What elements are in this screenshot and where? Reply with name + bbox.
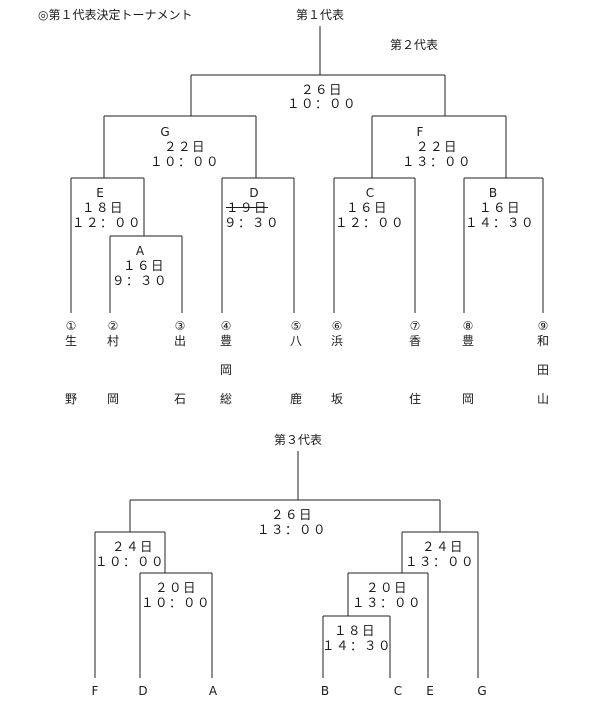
entrant-e: E xyxy=(426,684,434,698)
entrant-g: G xyxy=(477,684,487,698)
match-a-name: A xyxy=(135,244,145,258)
entrant-c: C xyxy=(393,684,403,698)
match-a-time: ９：３０ xyxy=(111,273,169,288)
right-semi-date: ２４日 xyxy=(421,539,465,554)
bottom-final-date: ２６日 xyxy=(270,507,314,522)
second-representative-label: 第２代表 xyxy=(390,38,439,52)
right-r1-time: １４：３０ xyxy=(321,638,393,653)
team-5-name-3: 鹿 xyxy=(289,392,303,406)
team-9-name-3: 山 xyxy=(536,392,550,406)
team-1-number: ① xyxy=(65,319,77,333)
match-e-date: １８日 xyxy=(81,200,125,215)
entrant-d: D xyxy=(138,684,148,698)
team-3-name-3: 石 xyxy=(173,392,187,406)
team-4-name-3: 総 xyxy=(219,392,233,406)
team-5-number: ⑤ xyxy=(290,319,302,333)
match-e-time: １２：００ xyxy=(71,215,143,230)
left-semi-date: ２４日 xyxy=(111,539,155,554)
match-e-name: E xyxy=(96,186,104,200)
match-a-date: １６日 xyxy=(122,258,166,273)
entrant-f: F xyxy=(91,684,99,698)
match-d-date-struck: １９日 xyxy=(225,200,269,215)
team-6-name-1: 浜 xyxy=(330,334,344,348)
team-7-number: ⑦ xyxy=(409,319,421,333)
left-qf-date: ２０日 xyxy=(154,580,198,595)
team-6-number: ⑥ xyxy=(331,319,343,333)
page-title: ◎第１代表決定トーナメント xyxy=(38,8,193,22)
team-4-name-2: 岡 xyxy=(219,363,233,377)
match-b-date: １６日 xyxy=(478,200,522,215)
team-5-name-1: 八 xyxy=(289,334,303,348)
team-3-number: ③ xyxy=(174,319,186,333)
team-9-name-2: 田 xyxy=(536,363,550,377)
team-8-number: ⑧ xyxy=(462,319,474,333)
match-b-time: １４：３０ xyxy=(464,215,536,230)
right-qf-date: ２０日 xyxy=(365,580,409,595)
entrant-b: B xyxy=(320,684,330,698)
match-f-date: ２２日 xyxy=(415,139,459,154)
final-date: ２６日 xyxy=(300,82,344,97)
left-semi-time: １０：００ xyxy=(94,554,166,569)
team-6-name-3: 坂 xyxy=(330,392,344,406)
match-g-time: １０：００ xyxy=(149,154,221,169)
team-7-name-1: 香 xyxy=(408,334,422,348)
right-semi-time: １３：００ xyxy=(404,554,476,569)
team-1-name-3: 野 xyxy=(64,392,78,406)
match-d-time: ９：３０ xyxy=(223,215,281,230)
team-1-name-1: 生 xyxy=(64,334,78,348)
match-g-name: G xyxy=(160,125,170,139)
match-g-date: ２２日 xyxy=(163,139,207,154)
team-9-number: ⑨ xyxy=(537,319,549,333)
team-4-name-1: 豊 xyxy=(219,334,233,348)
match-f-time: １３：００ xyxy=(401,154,473,169)
team-4-number: ④ xyxy=(220,319,232,333)
match-b-name: B xyxy=(488,186,498,200)
team-2-number: ② xyxy=(107,319,119,333)
match-f-name: F xyxy=(416,125,424,139)
match-c-name: C xyxy=(365,186,375,200)
team-2-name-1: 村 xyxy=(106,334,120,348)
team-8-name-1: 豊 xyxy=(461,334,475,348)
match-c-time: １２：００ xyxy=(334,215,406,230)
team-7-name-3: 住 xyxy=(408,392,422,406)
team-8-name-3: 岡 xyxy=(461,392,475,406)
match-d-name: D xyxy=(249,186,259,200)
left-qf-time: １０：００ xyxy=(140,595,212,610)
right-qf-time: １３：００ xyxy=(351,595,423,610)
match-c-date: １６日 xyxy=(345,200,389,215)
third-representative-label: 第３代表 xyxy=(273,433,323,447)
team-9-name-1: 和 xyxy=(536,334,550,348)
right-r1-date: １８日 xyxy=(333,623,377,638)
final-time: １０：００ xyxy=(286,96,358,111)
team-2-name-3: 岡 xyxy=(106,392,120,406)
bottom-final-time: １３：００ xyxy=(256,522,328,537)
first-representative-label: 第１代表 xyxy=(295,8,345,22)
team-3-name-1: 出 xyxy=(173,334,187,348)
entrant-a: A xyxy=(208,684,218,698)
